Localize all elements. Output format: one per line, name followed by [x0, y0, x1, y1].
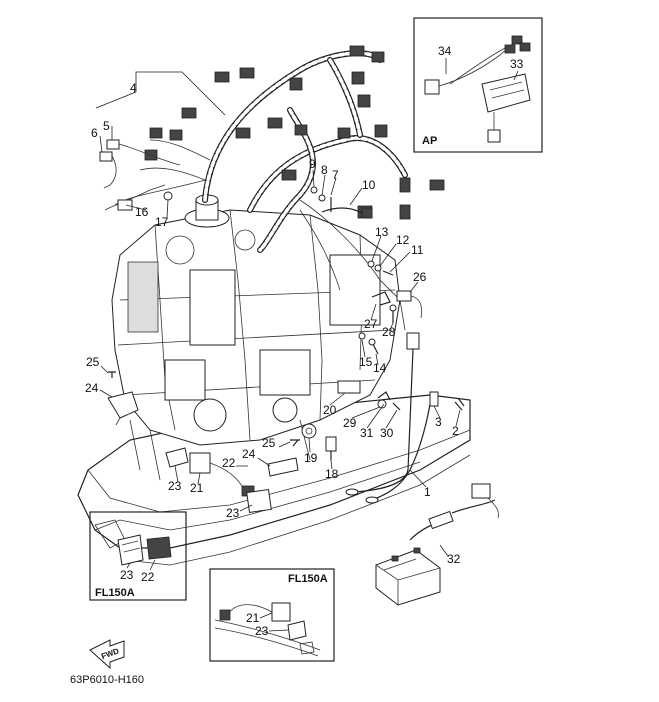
part-7-8-9 — [310, 186, 332, 212]
callout-32: 32 — [447, 552, 461, 566]
inset-fl150a-bottom-frame — [209, 568, 335, 662]
cylinder-head — [127, 261, 159, 333]
callout-34: 34 — [438, 44, 452, 58]
inset-fl150a-bottom-label: FL150A — [288, 573, 328, 585]
callout-numbers: 4 5 6 16 17 9 8 7 10 13 12 11 26 27 28 1… — [85, 81, 461, 566]
part-26 — [396, 290, 412, 302]
callout-5: 5 — [103, 119, 110, 133]
callout-14: 14 — [373, 361, 387, 375]
fwd-arrow-icon — [89, 639, 125, 670]
callout-22-left-inset: 22 — [141, 570, 155, 584]
callout-23-bottom-inset: 23 — [255, 624, 269, 638]
callout-31: 31 — [360, 426, 374, 440]
callout-23-lower: 23 — [226, 506, 240, 520]
inset-ap: AP 34 33 — [413, 17, 543, 153]
part-18-19 — [301, 423, 337, 460]
callout-33: 33 — [510, 57, 524, 71]
leader-lines — [95, 71, 461, 557]
callout-18: 18 — [325, 467, 339, 481]
part-3 — [429, 391, 439, 407]
fwd-arrow: FWD — [89, 639, 125, 670]
callout-9: 9 — [309, 157, 316, 171]
part-21-inset — [271, 602, 291, 622]
part-11-12-13 — [367, 260, 394, 276]
callout-21-bottom-inset: 21 — [246, 611, 260, 625]
part-24-25-left — [107, 371, 139, 426]
inset-fl150a-left-label: FL150A — [95, 587, 135, 599]
callout-24-lower: 24 — [242, 447, 256, 461]
inset-fl150a-bottom: FL150A 21 23 — [209, 568, 335, 662]
callout-3: 3 — [435, 415, 442, 429]
battery-cable-connector — [471, 483, 491, 499]
callout-16: 16 — [135, 205, 149, 219]
callout-4: 4 — [130, 81, 137, 95]
part-16 — [117, 199, 133, 211]
callout-28: 28 — [382, 325, 396, 339]
callout-12: 12 — [396, 233, 410, 247]
callout-19: 19 — [304, 451, 318, 465]
part-33 — [481, 73, 531, 113]
battery-assembly — [375, 483, 499, 606]
callout-2: 2 — [452, 424, 459, 438]
part-10 — [321, 207, 373, 219]
harness-connector — [144, 45, 445, 220]
inset-ap-label: AP — [422, 135, 437, 147]
part-14-15 — [358, 332, 379, 355]
callout-21: 21 — [190, 481, 204, 495]
engine-assembly — [77, 194, 471, 566]
callout-17: 17 — [155, 215, 169, 229]
callout-27: 27 — [364, 317, 378, 331]
part-5 — [106, 139, 120, 150]
callout-15: 15 — [359, 355, 373, 369]
callout-11: 11 — [411, 243, 424, 257]
part-17 — [163, 191, 173, 201]
callout-23-left-inset: 23 — [120, 568, 134, 582]
callout-26: 26 — [413, 270, 427, 284]
part-26-27-28 — [371, 290, 422, 323]
inset-ap-frame — [413, 17, 543, 153]
diagram-part-code: 63P6010-H160 — [70, 674, 144, 686]
callout-20: 20 — [323, 403, 337, 417]
ecu-box — [189, 269, 236, 346]
part-21 — [189, 452, 211, 474]
inset-fl150a-left: 23 22 FL150A — [89, 511, 187, 601]
battery-cable-part-1 — [345, 332, 465, 504]
part-20 — [337, 380, 361, 394]
part-34 — [424, 79, 440, 95]
part-16-17 — [104, 184, 173, 211]
callout-22: 22 — [222, 456, 236, 470]
callout-1: 1 — [424, 485, 431, 499]
callout-24-left: 24 — [85, 381, 99, 395]
callout-8: 8 — [321, 163, 328, 177]
callout-6: 6 — [91, 126, 98, 140]
inset-fl150a-left-frame — [89, 511, 187, 601]
callout-25-left: 25 — [86, 355, 100, 369]
part-20-29-30-31 — [337, 380, 401, 411]
callout-7: 7 — [332, 168, 339, 182]
callout-30: 30 — [380, 426, 394, 440]
callout-23-upper: 23 — [168, 479, 182, 493]
part-5-6-connectors — [99, 139, 181, 189]
wire-harness — [114, 45, 445, 331]
part-6 — [99, 151, 113, 162]
callout-10: 10 — [362, 178, 376, 192]
callout-29: 29 — [343, 416, 357, 430]
lower-relays — [165, 439, 300, 513]
callout-13: 13 — [375, 225, 389, 239]
callout-25-lower: 25 — [262, 436, 276, 450]
